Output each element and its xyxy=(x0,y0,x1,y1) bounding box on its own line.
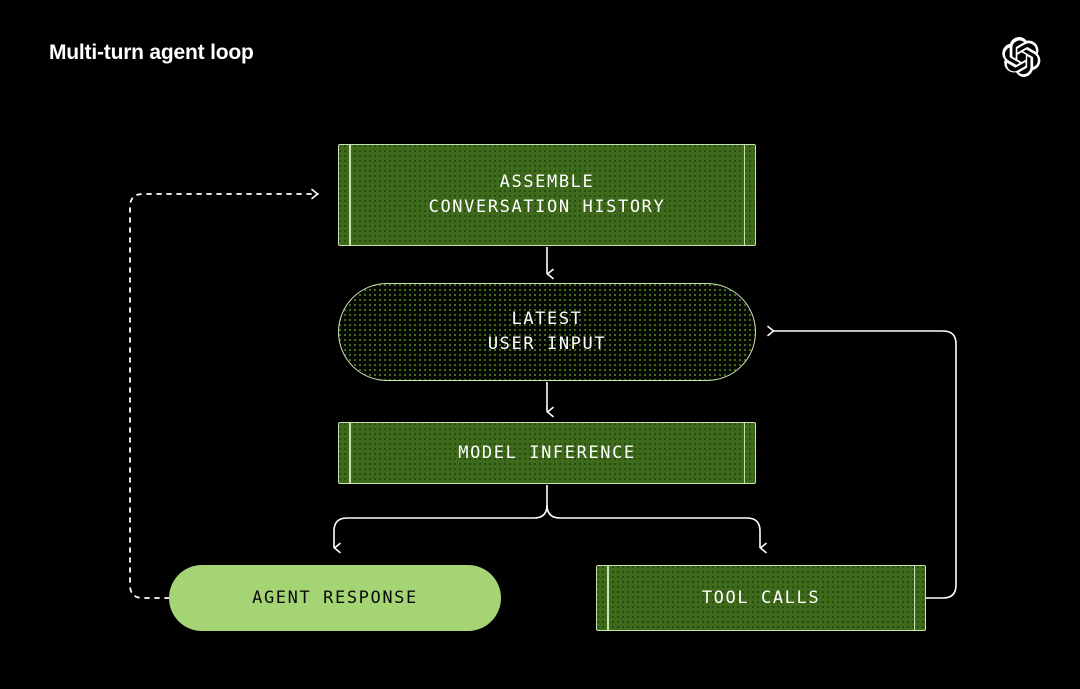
page-title: Multi-turn agent loop xyxy=(49,41,254,64)
edge-model-inference-to-agent-response xyxy=(333,504,548,554)
edge-model-inference-to-tool-calls xyxy=(546,504,767,554)
edge-agent-response-to-assemble xyxy=(129,188,319,599)
node-tool-calls[interactable]: TOOL CALLS xyxy=(596,565,926,631)
node-agent-response[interactable]: AGENT RESPONSE xyxy=(169,565,501,631)
node-model-inference[interactable]: MODEL INFERENCE xyxy=(338,422,756,484)
node-latest-user-input[interactable]: LATEST USER INPUT xyxy=(338,283,756,381)
openai-logo xyxy=(1002,37,1041,77)
edge-tool-calls-to-latest-input xyxy=(767,325,957,599)
node-assemble-conversation-history[interactable]: ASSEMBLE CONVERSATION HISTORY xyxy=(338,144,756,246)
